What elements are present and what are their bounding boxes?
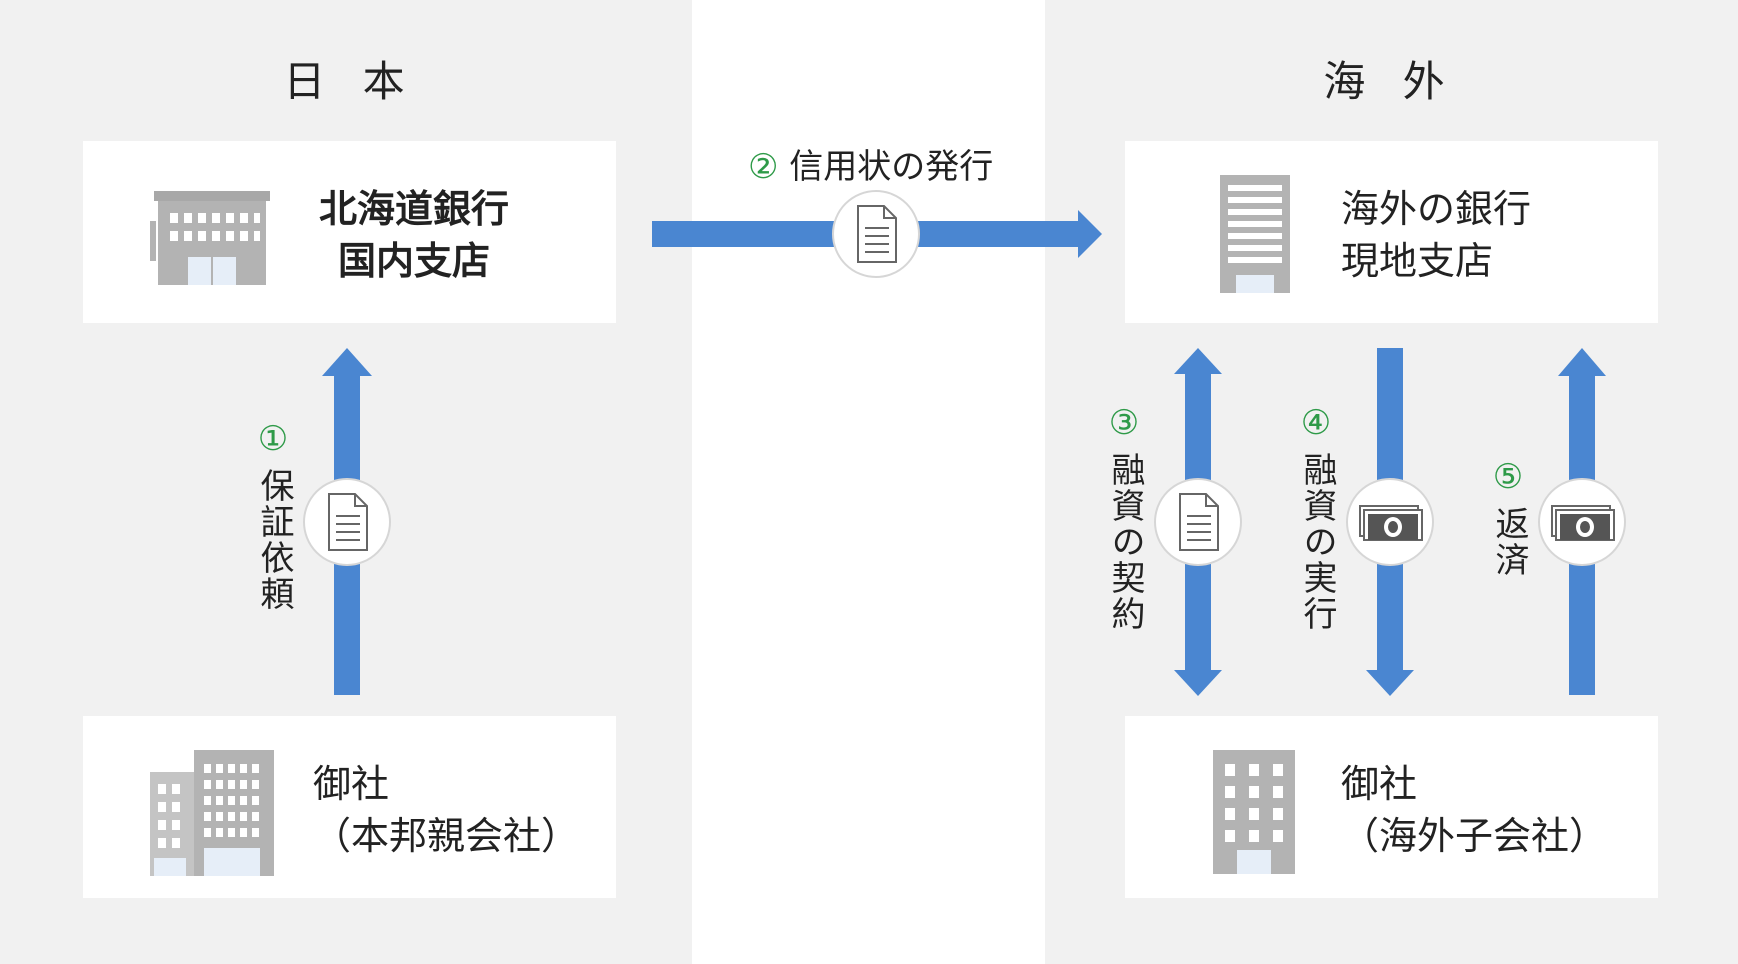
step3-text: 融資の契約 (1105, 452, 1145, 632)
step4-icon-circle (1346, 478, 1434, 566)
step3-icon-circle (1154, 478, 1242, 566)
step5-label: ⑤ 返済 (1489, 457, 1529, 578)
document-icon (1179, 493, 1219, 551)
step2-label: ② 信用状の発行 (748, 148, 993, 186)
subsidiary-name: 御社 (1341, 762, 1418, 806)
step4-number: ④ (1300, 403, 1332, 443)
step3-number: ③ (1108, 403, 1140, 443)
step5-text: 返済 (1489, 506, 1529, 578)
overseas-bank-branch: 現地支店 (1341, 239, 1494, 283)
step5-number: ⑤ (1492, 457, 1524, 497)
tower-building-icon (1220, 175, 1290, 293)
office-building-icon (1213, 750, 1295, 874)
step1-label: ① 保証依頼 (254, 419, 294, 612)
step5-icon-circle (1538, 478, 1626, 566)
domestic-bank-box: 北海道銀行 国内支店 (83, 141, 616, 323)
step4-text: 融資の実行 (1297, 452, 1337, 632)
subsidiary-type: （海外子会社） (1341, 814, 1608, 858)
domestic-bank-name: 北海道銀行 (318, 187, 509, 231)
money-icon (1551, 505, 1615, 541)
region-title-japan: 日 本 (283, 57, 417, 106)
bank-building-icon (150, 191, 270, 285)
overseas-bank-name: 海外の銀行 (1341, 187, 1532, 231)
parent-company-type: （本邦親会社） (313, 814, 580, 858)
document-icon (328, 493, 368, 551)
step4-label: ④ 融資の実行 (1297, 403, 1337, 632)
overseas-bank-box: 海外の銀行 現地支店 (1125, 141, 1658, 323)
step2-number: ② (748, 147, 779, 187)
region-title-overseas: 海 外 (1323, 57, 1457, 106)
domestic-bank-branch: 国内支店 (337, 239, 490, 283)
document-icon (857, 205, 897, 263)
step2-text: 信用状の発行 (789, 147, 994, 187)
step1-icon-circle (303, 478, 391, 566)
step1-text: 保証依頼 (254, 468, 294, 612)
parent-company-name: 御社 (313, 762, 390, 806)
step1-number: ① (257, 419, 289, 459)
parent-company-box: 御社 （本邦親会社） (83, 716, 616, 898)
subsidiary-box: 御社 （海外子会社） (1125, 716, 1658, 898)
step3-label: ③ 融資の契約 (1105, 403, 1145, 632)
money-icon (1359, 505, 1423, 541)
office-building-icon (150, 750, 274, 876)
step2-icon-circle (832, 190, 920, 278)
